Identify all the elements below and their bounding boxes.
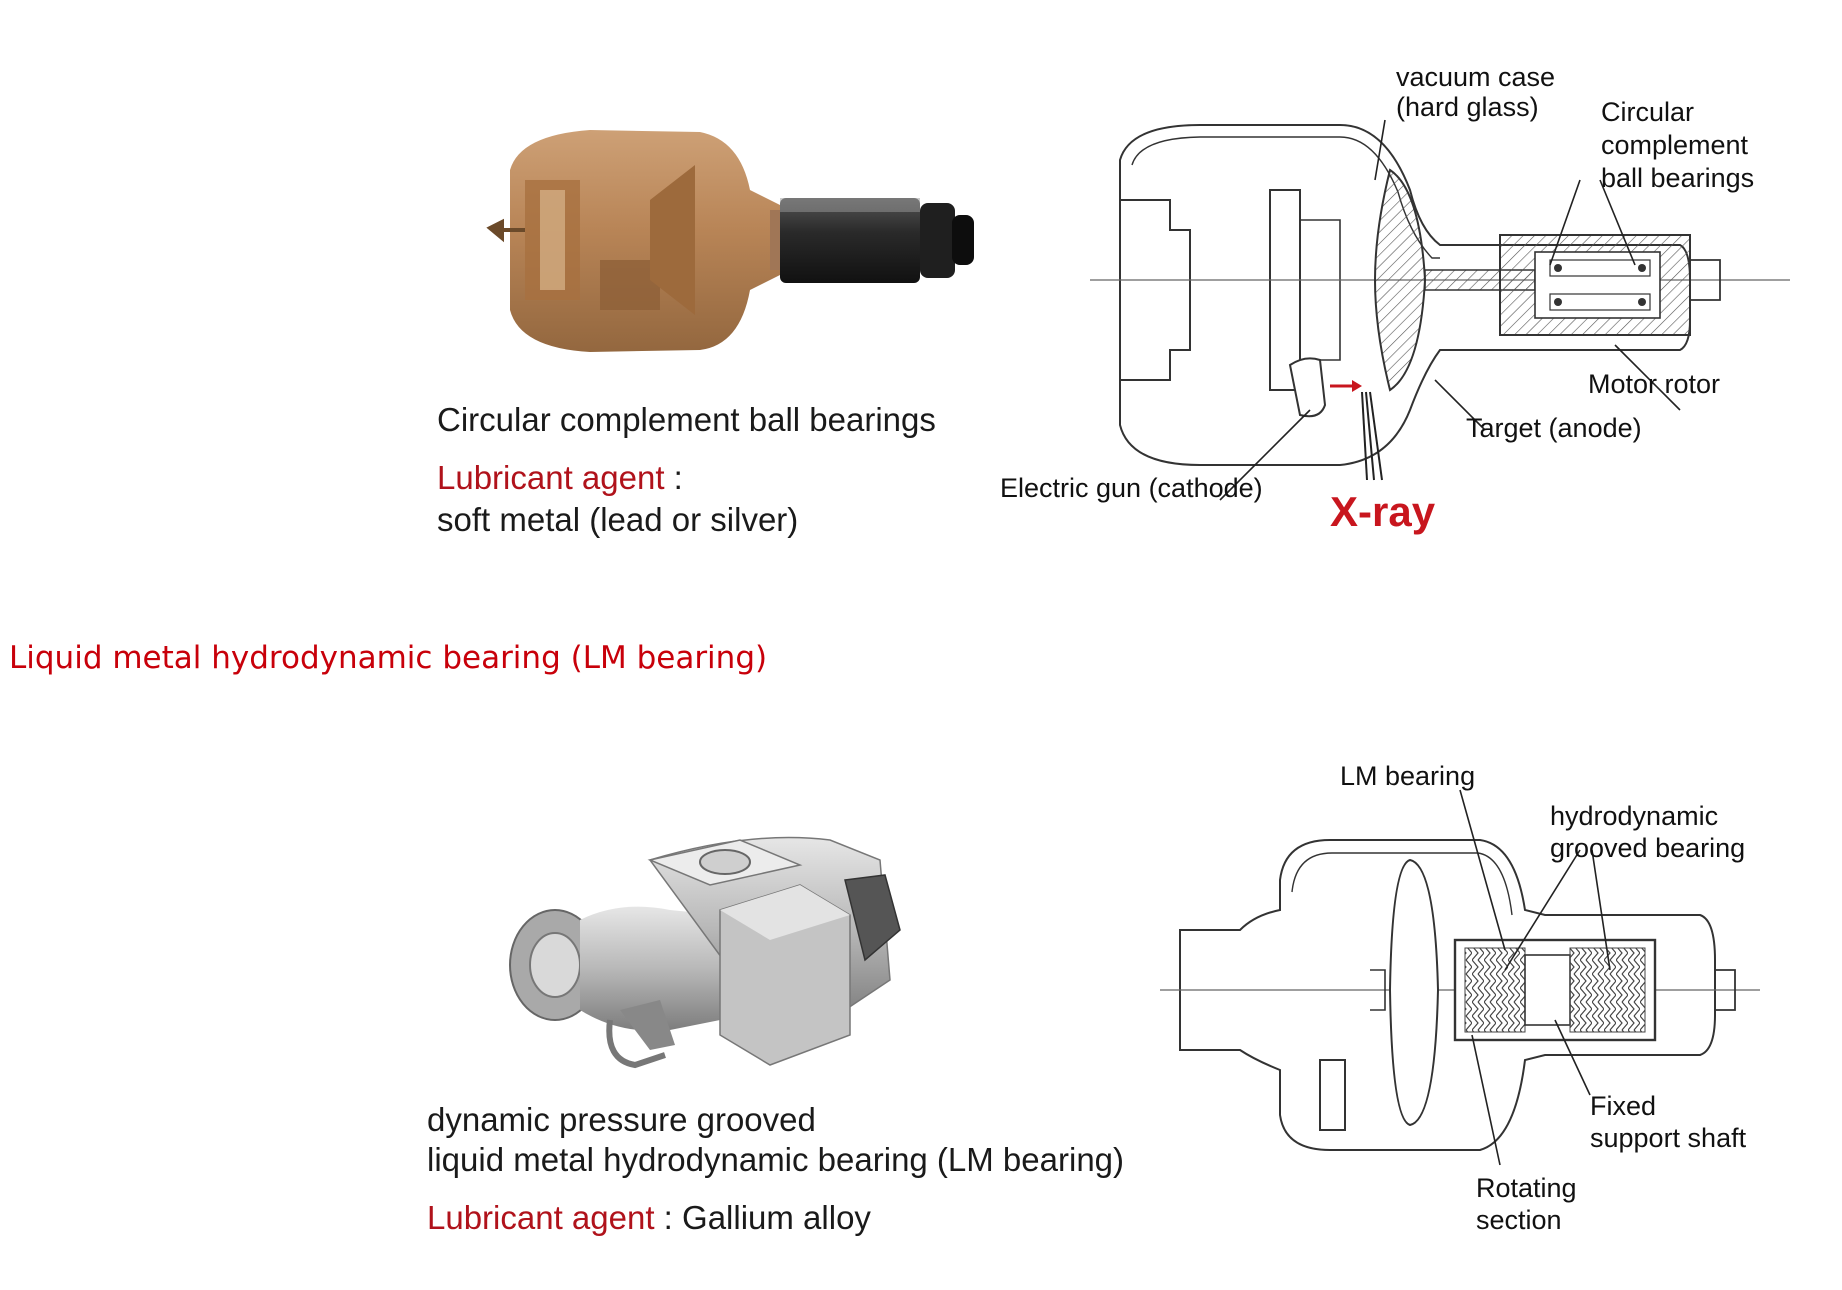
ball-bearing-lubricant-line: Lubricant agent : (437, 458, 683, 498)
lubricant-label: Lubricant agent (437, 459, 665, 496)
ball-bearing-2 (1638, 264, 1646, 272)
label-circular-complement-ball-bearings: Circular complement ball bearings (1601, 97, 1755, 193)
lm-bearing-tube-photo (509, 836, 901, 1069)
label-electric-gun-cathode: Electric gun (cathode) (1000, 473, 1263, 503)
lm-envelope-outline (1179, 839, 1716, 1151)
label-hydrodynamic-grooved-bearing: hydrodynamic grooved bearing (1550, 801, 1746, 863)
lm-bearing-caption-line2: liquid metal hydrodynamic bearing (LM be… (427, 1141, 1125, 1178)
lm-bearing-cross-section-diagram (1160, 789, 1760, 1166)
label-fixed-support-shaft: Fixed support shaft (1590, 1091, 1747, 1153)
label-target-anode: Target (anode) (1466, 413, 1642, 443)
electric-gun-cathode (1288, 357, 1327, 418)
ball-bearing-tube-photo (486, 130, 974, 352)
label-rotating-section: Rotating section (1476, 1173, 1577, 1235)
label-x-ray: X-ray (1330, 488, 1436, 535)
ball-bearing-cross-section-diagram (1090, 119, 1790, 501)
label-motor-rotor: Motor rotor (1588, 369, 1721, 399)
ball-bearing-lubricant-value: soft metal (lead or silver) (437, 501, 799, 538)
lubricant-label: Lubricant agent (427, 1199, 655, 1236)
ball-bearing-caption-title: Circular complement ball bearings (437, 401, 936, 438)
ball-bearing-1 (1554, 264, 1562, 272)
label-vacuum-case: vacuum case (hard glass) (1396, 62, 1556, 122)
lubricant-value: : Gallium alloy (654, 1199, 871, 1236)
label-lm-bearing: LM bearing (1340, 761, 1476, 791)
lm-bearing-caption-line1: dynamic pressure grooved (427, 1101, 816, 1138)
lm-bearing-lubricant-line: Lubricant agent : Gallium alloy (427, 1198, 871, 1238)
lubricant-separator: : (664, 459, 683, 496)
fixed-support-shaft (1524, 954, 1571, 1026)
target-anode-disc (1373, 168, 1427, 392)
cathode-support (1269, 189, 1301, 391)
section-heading: Liquid metal hydrodynamic bearing (LM be… (9, 640, 768, 676)
lm-target-anode-disc (1388, 858, 1440, 1127)
